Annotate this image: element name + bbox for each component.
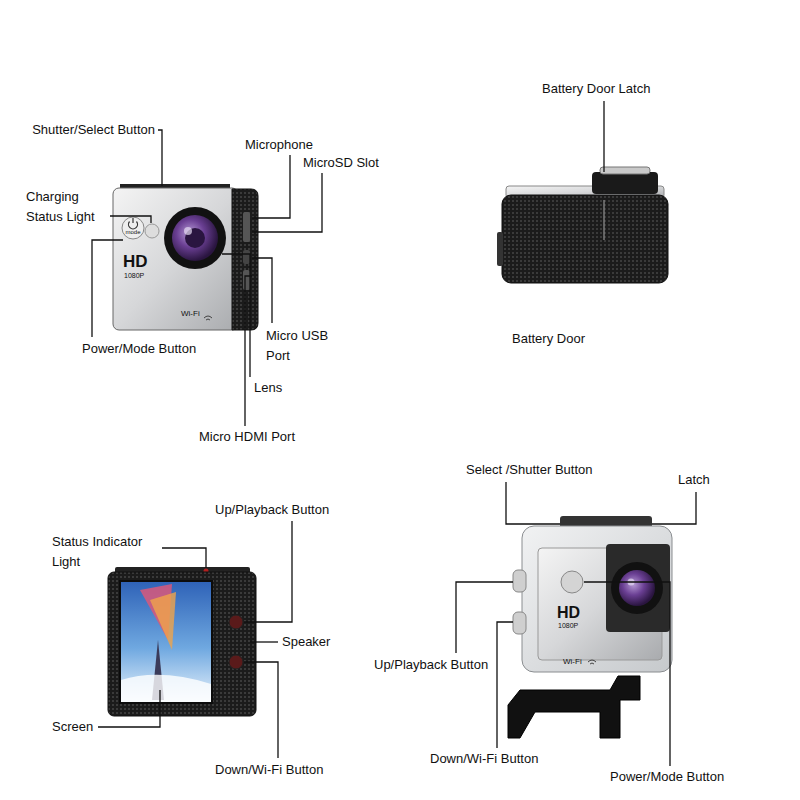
camera-battery-side — [592, 172, 658, 194]
camera-front — [113, 184, 258, 330]
camera-back — [229, 655, 243, 669]
leader-line — [222, 254, 250, 377]
part-label: Micro USB Port — [266, 326, 336, 366]
camera-front — [243, 250, 250, 264]
leader-line — [244, 662, 278, 758]
part-label: Up/Playback Button — [374, 657, 488, 673]
part-label: Battery Door Latch — [542, 81, 650, 97]
part-label: Screen — [52, 719, 93, 735]
part-label: Down/Wi-Fi Button — [430, 751, 538, 767]
part-label: Power/Mode Button — [82, 341, 196, 357]
camera-housing — [619, 570, 655, 606]
leader-line — [92, 240, 123, 337]
camera-front — [243, 270, 250, 290]
camera-front — [204, 316, 212, 320]
part-label: Charging Status Light — [26, 187, 106, 227]
leader-line — [252, 173, 322, 232]
camera-battery-side — [600, 167, 650, 174]
leader-line — [584, 582, 670, 766]
camera-front — [172, 215, 218, 261]
leader-line — [110, 216, 151, 223]
camera-front — [164, 207, 226, 269]
camera-battery-side — [497, 167, 668, 283]
part-label: Microphone — [245, 137, 313, 153]
leader-line — [652, 492, 696, 524]
camera-front — [122, 217, 144, 239]
camera-front — [184, 227, 192, 235]
camera-housing — [513, 612, 526, 634]
leader-line — [162, 548, 206, 568]
camera-front — [145, 224, 159, 238]
leader-line — [456, 582, 513, 653]
part-label: Speaker — [282, 634, 330, 650]
part-label: Battery Door — [512, 331, 585, 347]
printed-marking: 1080P — [558, 622, 578, 630]
leader-line — [603, 200, 604, 240]
camera-housing — [513, 570, 526, 592]
camera-housing — [538, 548, 662, 660]
part-label: Lens — [254, 380, 282, 396]
camera-housing — [606, 544, 670, 632]
leader-line — [603, 101, 604, 172]
camera-housing — [522, 526, 672, 672]
printed-marking: HD — [123, 253, 148, 271]
leader-line — [92, 101, 696, 766]
camera-housing — [508, 676, 640, 738]
part-label: Select /Shutter Button — [466, 462, 592, 478]
leader-line — [250, 641, 278, 642]
leader-line — [497, 622, 513, 748]
camera-back — [119, 580, 213, 704]
part-label: Micro HDMI Port — [199, 429, 295, 445]
camera-front — [132, 218, 133, 223]
part-label: Shutter/Select Button — [32, 122, 155, 138]
printed-marking: 1080P — [124, 272, 144, 280]
camera-battery-side — [497, 232, 503, 266]
camera-back — [121, 675, 211, 702]
leader-line — [98, 690, 160, 727]
camera-housing — [588, 660, 596, 664]
camera-housing — [561, 571, 583, 593]
leader-line — [158, 130, 162, 186]
camera-back — [150, 592, 176, 650]
printed-marking: mode — [125, 229, 140, 236]
part-label: Latch — [678, 472, 710, 488]
leader-line — [245, 276, 252, 426]
part-label: Power/Mode Button — [610, 769, 724, 785]
part-label: MicroSD Slot — [303, 155, 379, 171]
camera-back — [229, 615, 243, 629]
camera-front — [113, 188, 238, 330]
part-label: Status Indicator Light — [52, 532, 160, 572]
part-label: Up/Playback Button — [215, 502, 329, 518]
leader-line — [252, 258, 272, 323]
printed-marking: Wi-Fi — [563, 657, 582, 667]
camera-housing — [508, 516, 672, 738]
leader-line — [244, 521, 292, 622]
leader-line — [506, 482, 560, 524]
leader-line — [252, 155, 290, 218]
printed-marking: HD — [557, 604, 580, 621]
camera-battery-side — [502, 195, 668, 283]
camera-housing — [611, 562, 663, 614]
camera-front — [185, 228, 205, 248]
camera-back — [108, 572, 256, 716]
camera-front — [243, 212, 250, 242]
camera-back — [108, 567, 256, 716]
printed-marking: Wi-Fi — [181, 309, 200, 319]
part-label: Down/Wi-Fi Button — [215, 762, 323, 778]
camera-back — [121, 582, 211, 702]
